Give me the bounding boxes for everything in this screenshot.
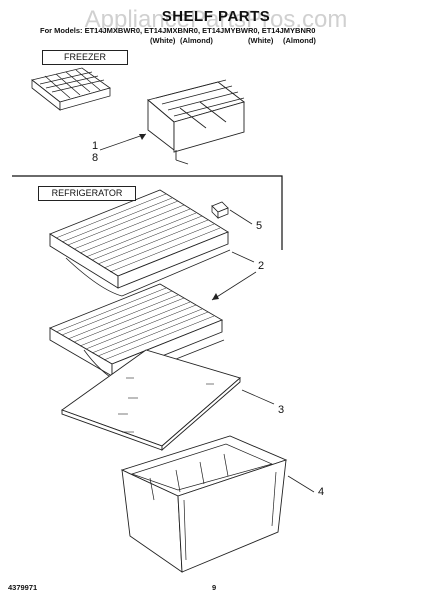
leader-4 (287, 475, 315, 493)
watermark: AppliancePartsPros.com (84, 6, 348, 33)
leader-1-8 (99, 133, 147, 151)
page-title: SHELF PARTS (161, 8, 271, 25)
leader-2a (231, 251, 255, 263)
ice-tray (31, 67, 111, 111)
color-label-almond-2: (Almond) (283, 36, 316, 45)
color-label-almond-1: (Almond) (180, 36, 213, 45)
arrowhead-1-8 (139, 134, 146, 140)
model-list: For Models: ET14JMXBWR0, ET14JMXBNR0, ET… (40, 26, 316, 35)
refrigerator-section-border (12, 175, 283, 250)
callout-3: 3 (278, 404, 285, 416)
callout-8: 8 (92, 152, 99, 164)
crisper-cover (61, 349, 241, 451)
color-label-white-2: (White) (248, 36, 274, 45)
arrowhead-2 (212, 293, 219, 300)
callout-2: 2 (258, 260, 265, 272)
section-label-refrigerator: REFRIGERATOR (38, 186, 136, 201)
callout-4: 4 (318, 486, 325, 498)
color-label-white-1: (White) (150, 36, 176, 45)
callout-5: 5 (256, 220, 263, 232)
leader-3 (241, 389, 275, 405)
callout-1: 1 (92, 140, 99, 152)
document-number: 4379971 (8, 583, 38, 592)
page-number: 9 (212, 583, 217, 592)
section-label-freezer: FREEZER (42, 50, 128, 65)
upper-wire-shelf (49, 189, 231, 297)
freezer-shelf (147, 79, 245, 165)
shelf-bracket (211, 201, 229, 219)
leader-5 (229, 209, 253, 225)
crisper-drawer (120, 435, 288, 573)
leader-2b (211, 271, 257, 301)
